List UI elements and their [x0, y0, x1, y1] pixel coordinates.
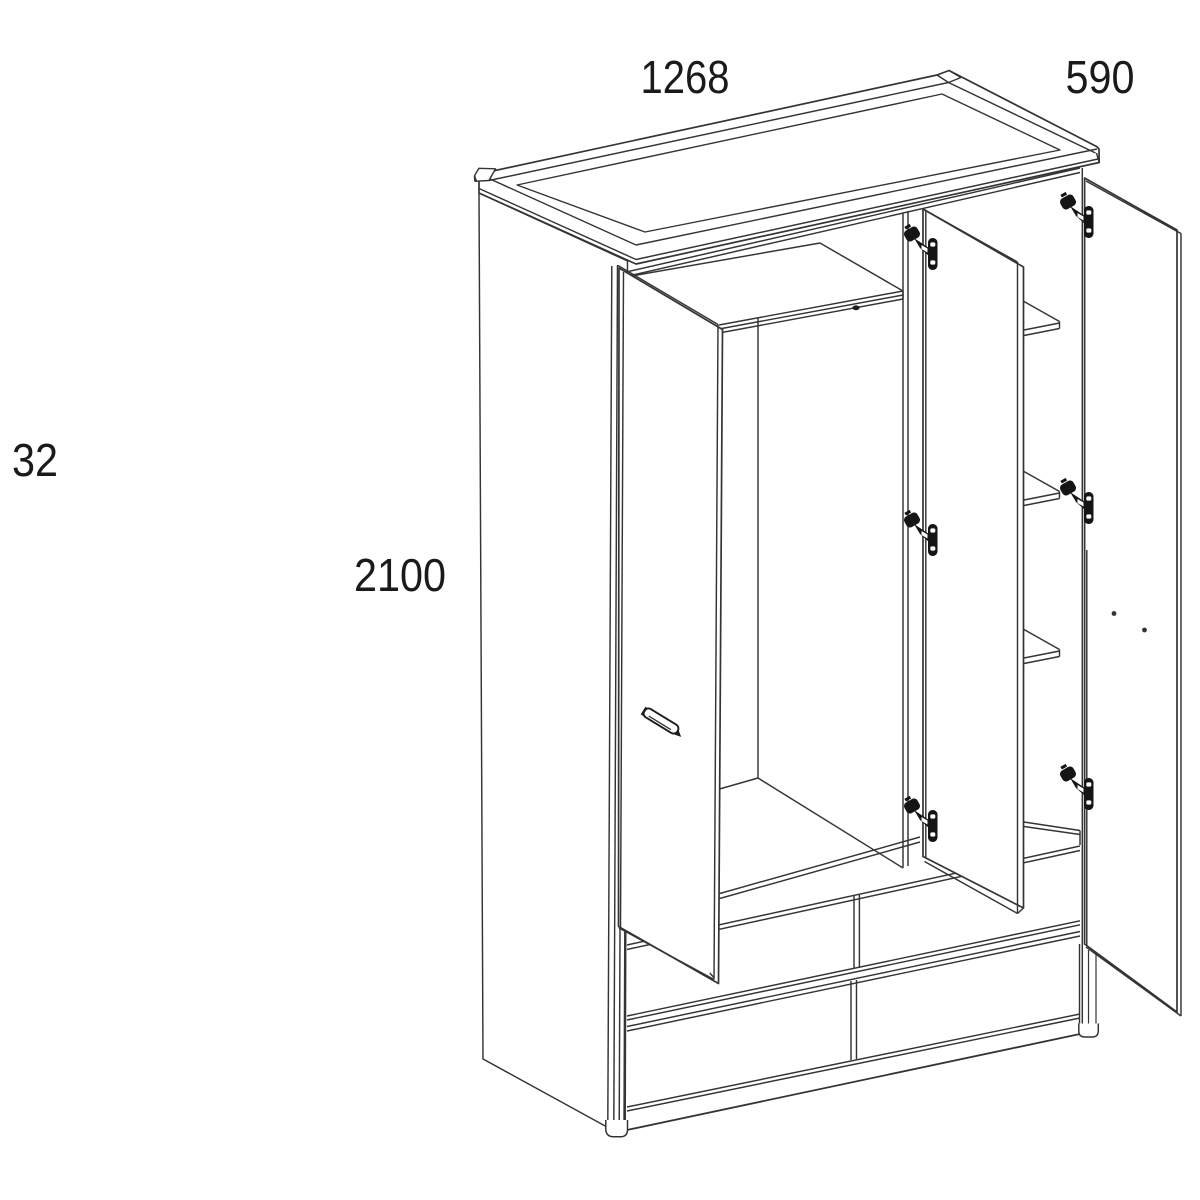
svg-text:590: 590: [1066, 51, 1135, 103]
svg-text:32: 32: [12, 434, 58, 486]
svg-text:1268: 1268: [641, 51, 730, 103]
svg-text:2100: 2100: [354, 549, 446, 601]
